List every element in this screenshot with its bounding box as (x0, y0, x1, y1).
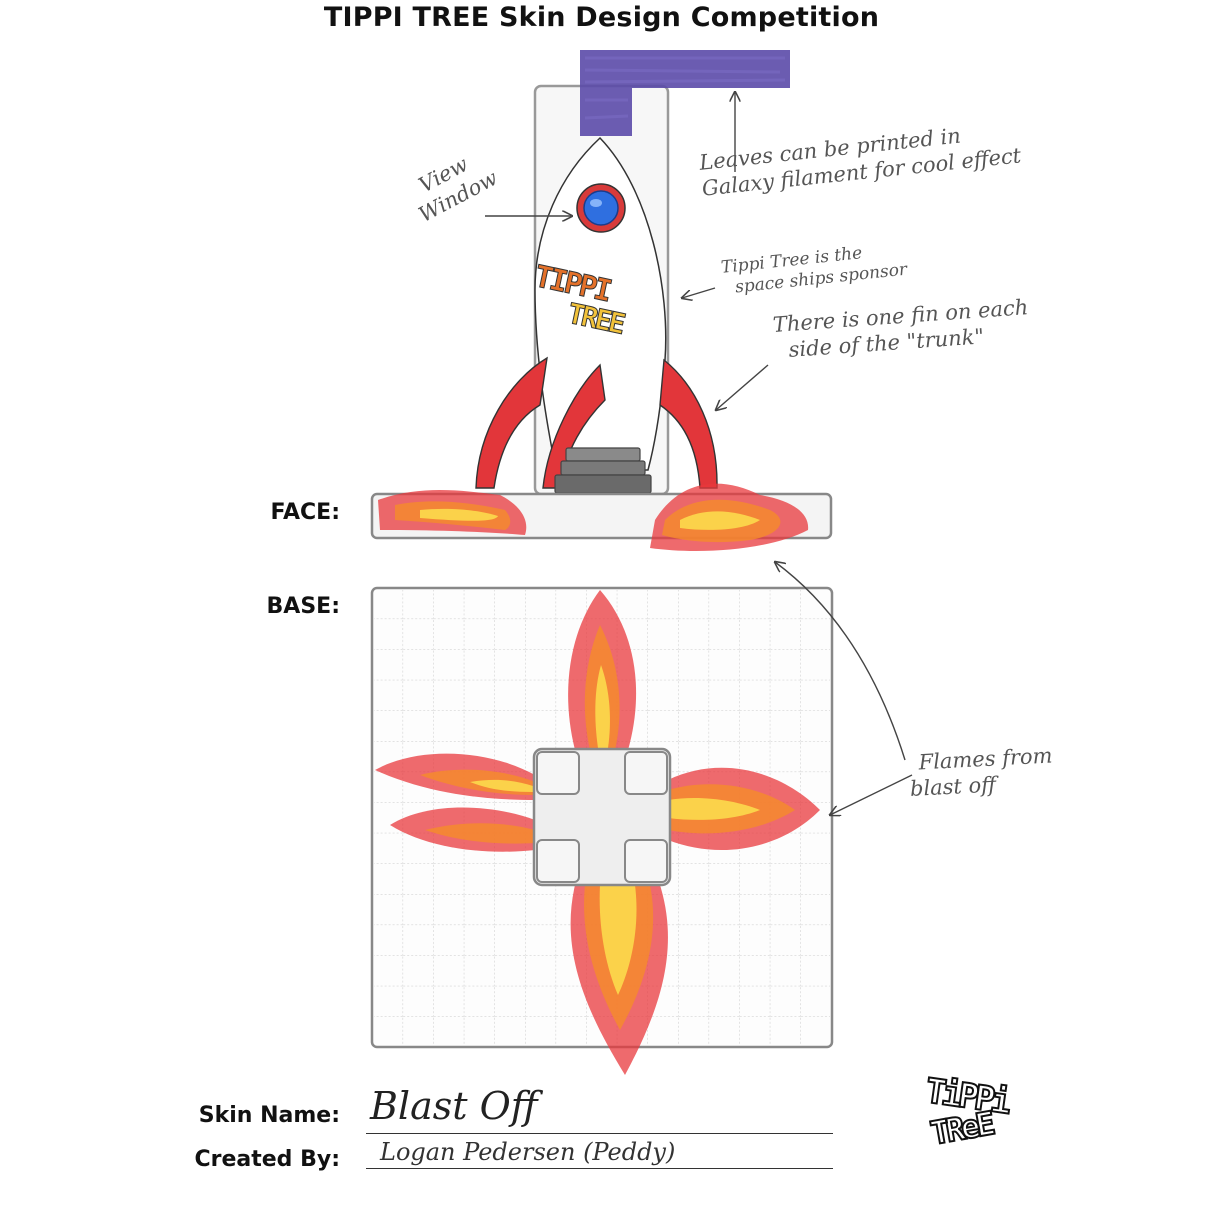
rocket-fin-center (542, 363, 606, 489)
note-flames: Flames from blast off (908, 742, 1055, 802)
page-title: TIPPI TREE Skin Design Competition (323, 2, 880, 33)
base-label: BASE: (266, 594, 340, 619)
skin-name-line (366, 1133, 833, 1134)
created-by-value: Logan Pedersen (Peddy) (380, 1138, 676, 1166)
face-flame-left (378, 490, 527, 535)
tippi-tree-corner-logo: TiPPi TReE (922, 1070, 1038, 1174)
arrow-flames-base (830, 774, 913, 815)
arrow-sponsor (682, 287, 716, 298)
created-by-line (366, 1168, 833, 1169)
face-flame-right (650, 483, 809, 551)
nozzle-top (565, 447, 641, 462)
base-flame-left (375, 753, 535, 852)
base-flame-bottom (570, 885, 668, 1075)
skin-name-value: Blast Off (370, 1084, 538, 1128)
face-label: FACE: (270, 500, 340, 525)
arrow-flames-face (775, 562, 906, 761)
arrow-fin (716, 364, 769, 410)
base-flame-top (568, 590, 637, 750)
rocket-fin-left (475, 356, 548, 489)
base-flame-right (668, 767, 820, 850)
leaves-block (580, 50, 790, 136)
created-by-label: Created By: (194, 1147, 340, 1172)
skin-name-label: Skin Name: (198, 1103, 340, 1128)
center-socket (532, 747, 672, 887)
